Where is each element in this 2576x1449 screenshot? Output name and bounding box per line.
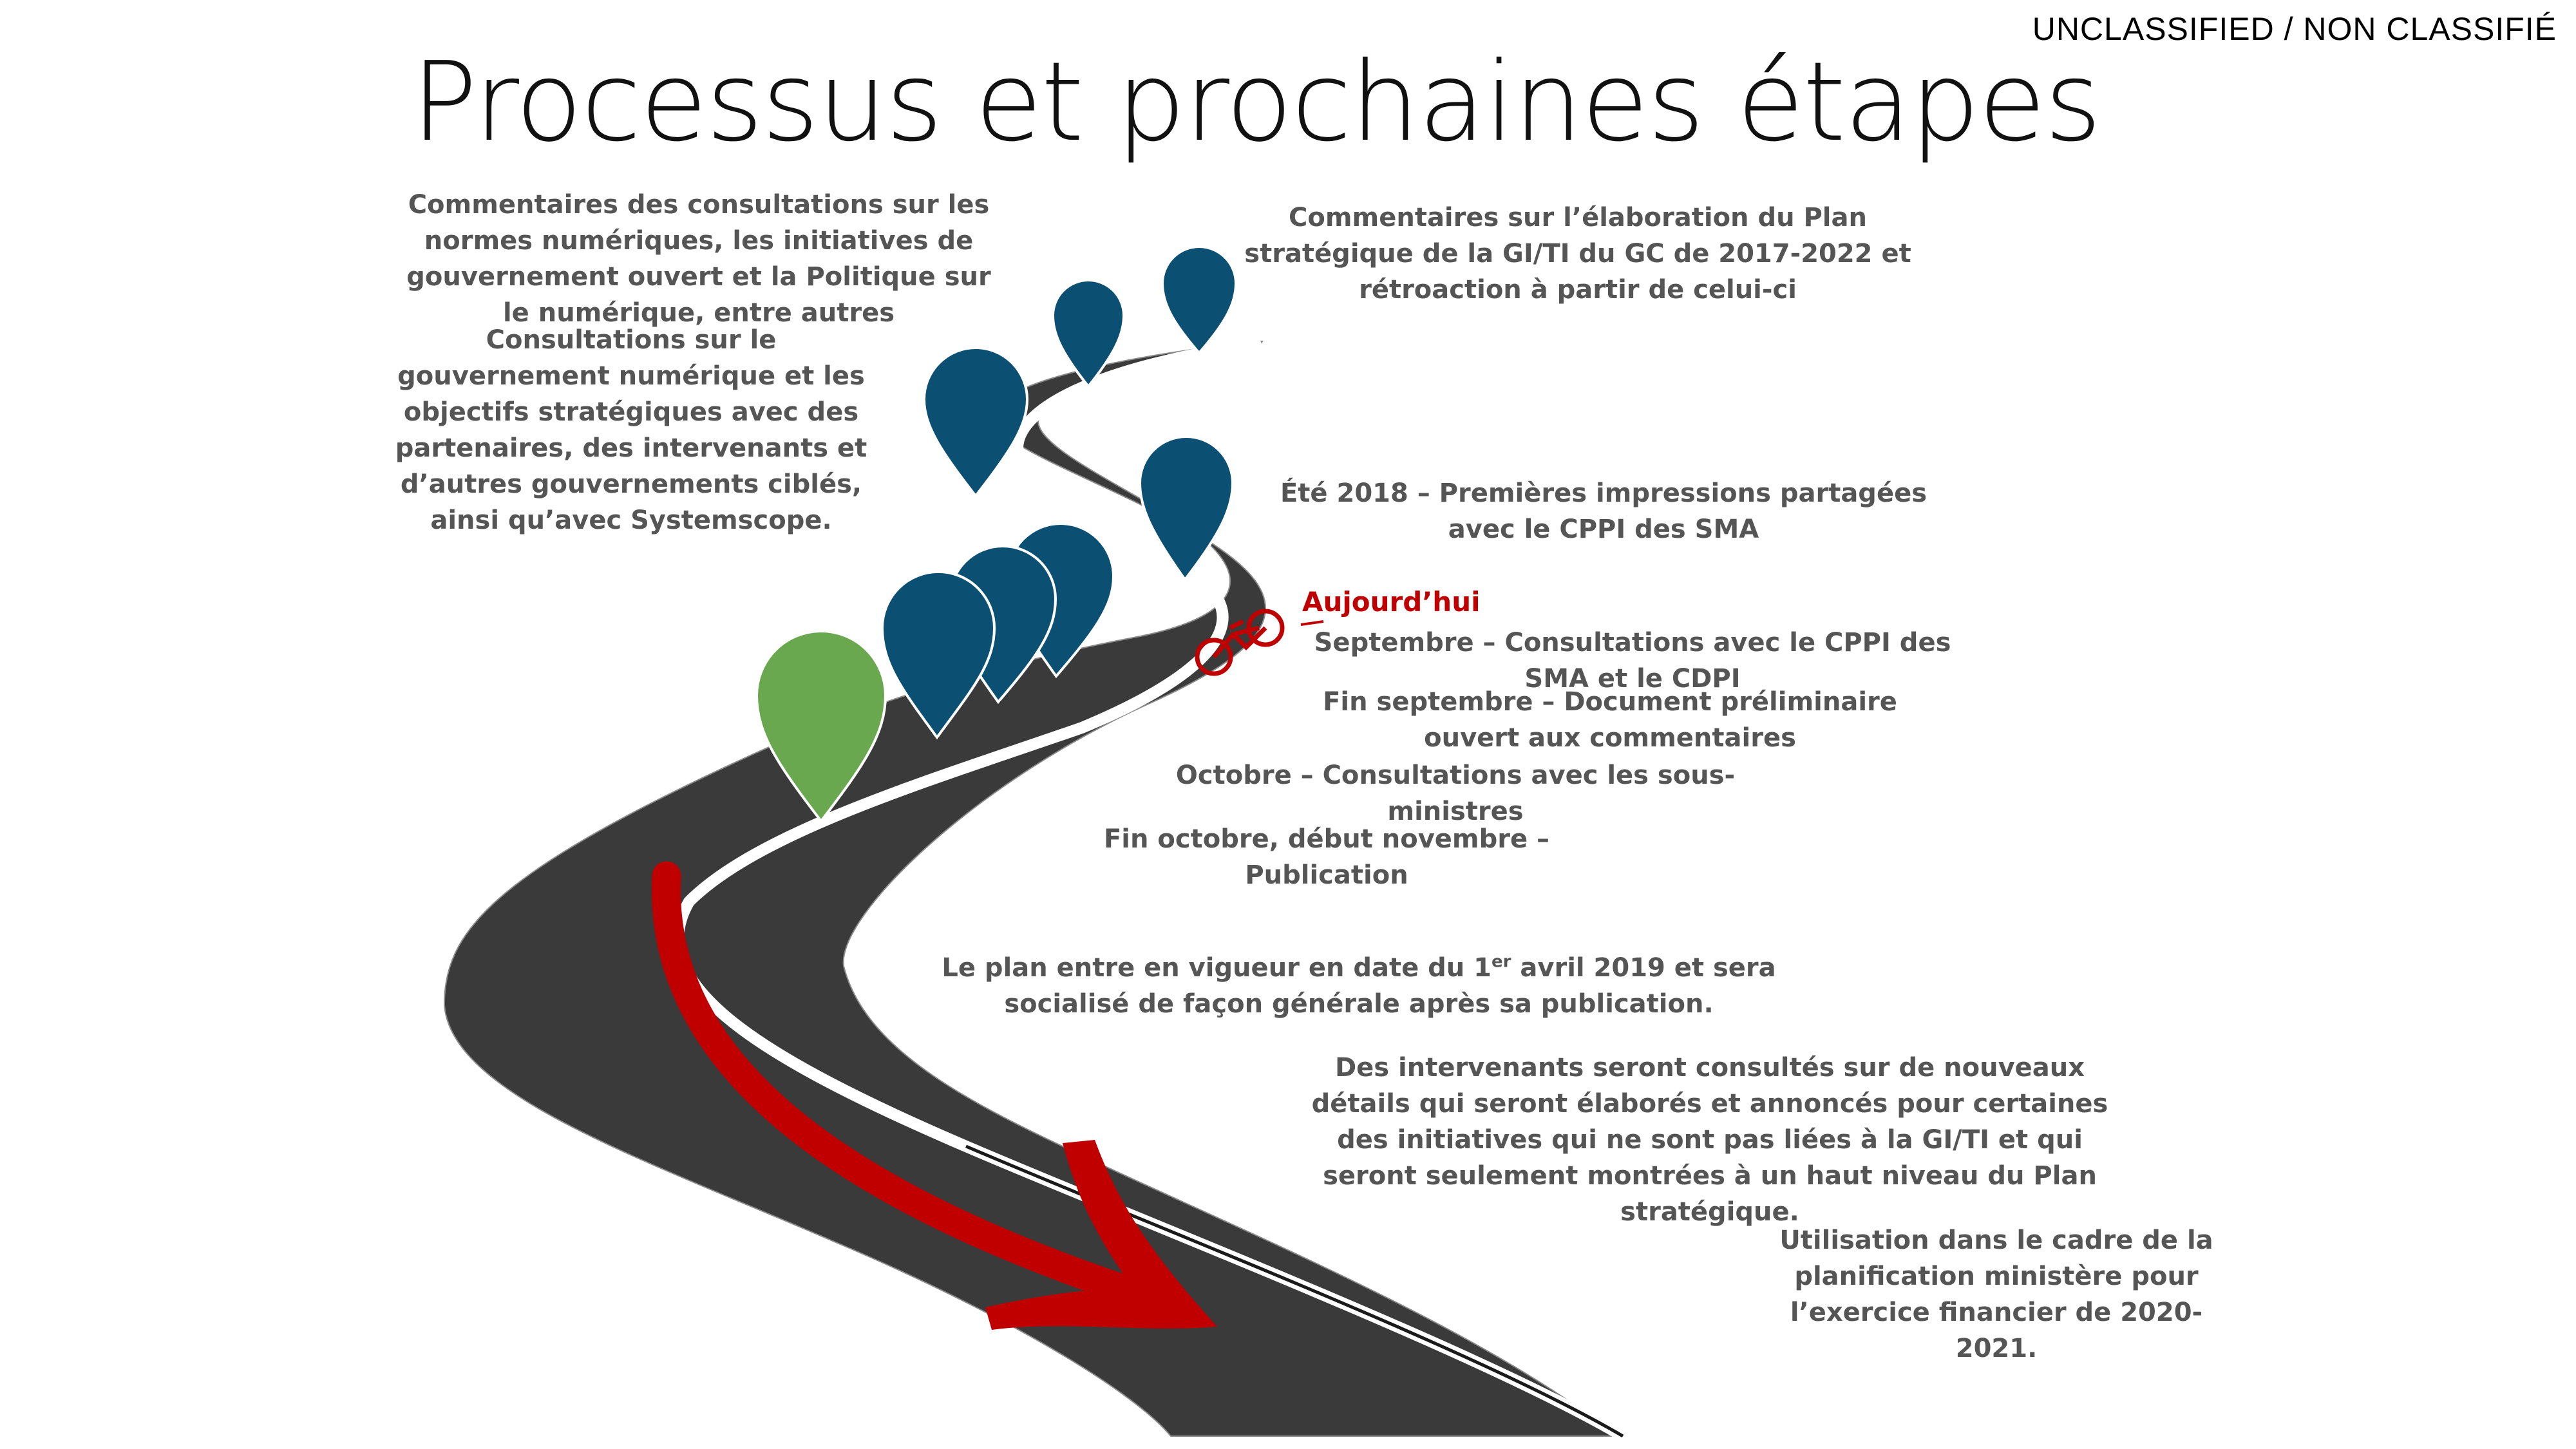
note-plan-2017: Commentaires sur l’élaboration du Plan s… bbox=[1244, 203, 1911, 305]
page-title: Processus et prochaines étapes bbox=[411, 39, 2102, 166]
marker-pin-7 bbox=[880, 571, 996, 740]
marker-pin-3 bbox=[922, 346, 1029, 498]
marker-pin-2 bbox=[1051, 279, 1126, 389]
progress-arrow bbox=[651, 861, 1174, 1316]
marker-pin-current bbox=[755, 630, 887, 824]
note-publication: Fin octobre, début novembre – Publicatio… bbox=[1103, 824, 1549, 890]
note-ete-2018: Été 2018 – Premières impressions partagé… bbox=[1280, 478, 1927, 544]
note-octobre: Octobre – Consultations avec les sous-mi… bbox=[1175, 761, 1736, 826]
note-intervenants: Des intervenants seront consultés sur de… bbox=[1311, 1053, 2108, 1227]
note-consultations-normes: Commentaires des consultations sur les n… bbox=[406, 190, 991, 328]
plan-vigueur-text-1: Le plan entre en vigueur en date du 1 bbox=[942, 953, 1492, 983]
today-label: Aujourd’hui bbox=[1302, 586, 1481, 618]
plan-vigueur-superscript: er bbox=[1492, 952, 1511, 972]
note-fin-septembre: Fin septembre – Document préliminaire ou… bbox=[1323, 687, 1897, 753]
bicycle-icon bbox=[1195, 609, 1285, 676]
today-leader-line bbox=[1300, 620, 1324, 626]
note-consultations-gouvernement: Consultations sur le gouvernement numéri… bbox=[395, 325, 867, 535]
note-utilisation: Utilisation dans le cadre de la planific… bbox=[1779, 1226, 2213, 1363]
note-plan-vigueur: Le plan entre en vigueur en date du 1er … bbox=[914, 950, 1803, 1022]
classification-label: UNCLASSIFIED / NON CLASSIFIÉ bbox=[2032, 11, 2557, 47]
note-septembre: Septembre – Consultations avec le CPPI d… bbox=[1314, 628, 1951, 694]
progress-arrow-head bbox=[985, 1140, 1217, 1330]
marker-pin-1 bbox=[1160, 245, 1238, 355]
marker-pin-4 bbox=[1138, 435, 1235, 582]
plan-vigueur-text-2: avril 2019 et sera socialisé de façon gé… bbox=[1004, 953, 1776, 1019]
